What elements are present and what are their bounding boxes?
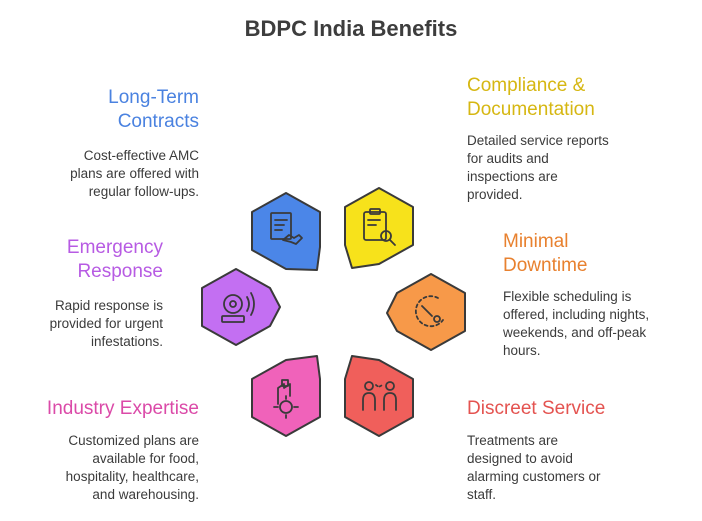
heading-long-term-contracts: Long-Term Contracts — [108, 87, 199, 132]
desc-industry-expertise: Customized plans are available for food,… — [65, 433, 199, 502]
industry-gear-icon — [273, 379, 299, 419]
heading-compliance-documentation: Compliance & Documentation — [467, 75, 595, 120]
page-title: BDPC India Benefits — [244, 16, 458, 41]
people-privacy-icon — [362, 381, 397, 411]
hex-compliance-documentation — [344, 187, 414, 269]
clipboard-search-icon — [363, 208, 396, 246]
hex-long-term-contracts — [251, 192, 321, 271]
desc-minimal-downtime: Flexible scheduling is offered, includin… — [503, 289, 650, 358]
desc-compliance-documentation: Detailed service reports for audits and … — [467, 133, 609, 202]
heading-industry-expertise: Industry Expertise — [46, 398, 199, 419]
alarm-bell-icon — [221, 292, 255, 323]
heading-discreet-service: Discreet Service — [467, 398, 606, 419]
hex-industry-expertise — [251, 355, 321, 437]
heading-emergency-response: Emergency Response — [66, 237, 163, 282]
heading-minimal-downtime: Minimal Downtime — [503, 231, 588, 276]
hex-emergency-response — [201, 268, 281, 346]
hex-discreet-service — [344, 355, 414, 437]
desc-emergency-response: Rapid response is provided for urgent in… — [49, 298, 163, 349]
contract-handshake-icon — [270, 212, 303, 245]
desc-long-term-contracts: Cost-effective AMC plans are offered wit… — [70, 148, 199, 199]
clock-timer-icon — [414, 295, 444, 328]
desc-discreet-service: Treatments are designed to avoid alarmin… — [467, 433, 601, 502]
hex-minimal-downtime — [386, 273, 466, 351]
